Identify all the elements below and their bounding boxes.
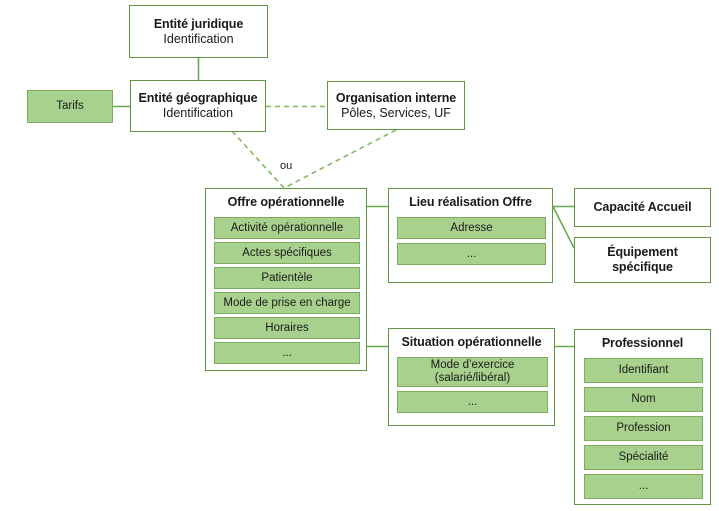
- chip-label: Adresse: [450, 221, 493, 234]
- chip-label: Nom: [631, 393, 656, 405]
- chip-label: Horaires: [265, 321, 309, 334]
- equipement-specifique-title: Équipement: [607, 245, 678, 259]
- offre-operationnelle-title: Offre opérationnelle: [227, 195, 345, 209]
- equipement-specifique-subtitle: spécifique: [612, 260, 673, 274]
- node-capacite-accueil[interactable]: Capacité Accueil: [574, 188, 711, 227]
- node-tarifs[interactable]: Tarifs: [27, 90, 113, 123]
- chip-nom[interactable]: Nom: [584, 387, 703, 412]
- chip-label: ...: [282, 346, 292, 359]
- or-junction-label: ou: [278, 160, 295, 172]
- chip-horaires[interactable]: Horaires: [214, 317, 360, 339]
- entite-geographique-title: Entité géographique: [138, 91, 258, 105]
- chip-label-line2: (salarié/libéral): [434, 372, 511, 384]
- chip-specialite[interactable]: Spécialité: [584, 445, 703, 470]
- node-organisation-interne[interactable]: Organisation interne Pôles, Services, UF: [327, 81, 465, 130]
- node-entite-geographique[interactable]: Entité géographique Identification: [130, 80, 266, 132]
- node-situation-operationnelle[interactable]: Situation opérationnelle Mode d’exercice…: [388, 328, 555, 426]
- chip-label: ...: [638, 480, 649, 492]
- node-equipement-specifique[interactable]: Équipement spécifique: [574, 237, 711, 283]
- node-entite-juridique[interactable]: Entité juridique Identification: [129, 5, 268, 58]
- chip-label: Actes spécifiques: [242, 246, 332, 259]
- connector-geographique-ou: [231, 130, 285, 189]
- situation-operationnelle-title: Situation opérationnelle: [401, 335, 542, 349]
- chip-label: Mode de prise en charge: [223, 296, 351, 309]
- lieu-realisation-offre-title: Lieu réalisation Offre: [409, 195, 532, 209]
- connector-organisation-ou: [283, 129, 397, 189]
- professionnel-title: Professionnel: [601, 336, 684, 350]
- chip-label: ...: [467, 395, 478, 408]
- chip-adresse[interactable]: Adresse: [397, 217, 546, 239]
- capacite-accueil-title: Capacité Accueil: [593, 200, 692, 214]
- tarifs-label: Tarifs: [56, 100, 84, 112]
- entite-juridique-title: Entité juridique: [153, 16, 244, 31]
- chip-label: Profession: [616, 422, 671, 434]
- chip-label: Activité opérationnelle: [230, 221, 344, 234]
- chip-label: ...: [466, 247, 477, 260]
- chip-label: Spécialité: [618, 451, 669, 463]
- connector-lieu-equipement: [552, 206, 575, 249]
- node-lieu-realisation-offre[interactable]: Lieu réalisation Offre Adresse ...: [388, 188, 553, 283]
- chip-label-line1: Mode d’exercice: [430, 359, 515, 371]
- organisation-interne-title: Organisation interne: [335, 90, 457, 105]
- chip-situation-more[interactable]: ...: [397, 391, 548, 413]
- chip-lieu-more[interactable]: ...: [397, 243, 546, 265]
- chip-mode-prise-en-charge[interactable]: Mode de prise en charge: [214, 292, 360, 314]
- chip-actes-specifiques[interactable]: Actes spécifiques: [214, 242, 360, 264]
- chip-label: Patientèle: [261, 271, 313, 284]
- chip-patientele[interactable]: Patientèle: [214, 267, 360, 289]
- node-offre-operationnelle[interactable]: Offre opérationnelle Activité opérationn…: [205, 188, 367, 371]
- node-professionnel[interactable]: Professionnel Identifiant Nom Profession…: [574, 329, 711, 505]
- chip-activite-operationnelle[interactable]: Activité opérationnelle: [214, 217, 360, 239]
- chip-offre-more[interactable]: ...: [214, 342, 360, 364]
- chip-identifiant[interactable]: Identifiant: [584, 358, 703, 383]
- entite-geographique-subtitle: Identification: [162, 106, 234, 120]
- chip-label: Identifiant: [618, 364, 669, 376]
- chip-professionnel-more[interactable]: ...: [584, 474, 703, 499]
- entite-juridique-subtitle: Identification: [163, 31, 234, 46]
- chip-profession[interactable]: Profession: [584, 416, 703, 441]
- organisation-interne-subtitle: Pôles, Services, UF: [341, 105, 451, 120]
- chip-mode-exercice[interactable]: Mode d’exercice (salarié/libéral): [397, 357, 548, 387]
